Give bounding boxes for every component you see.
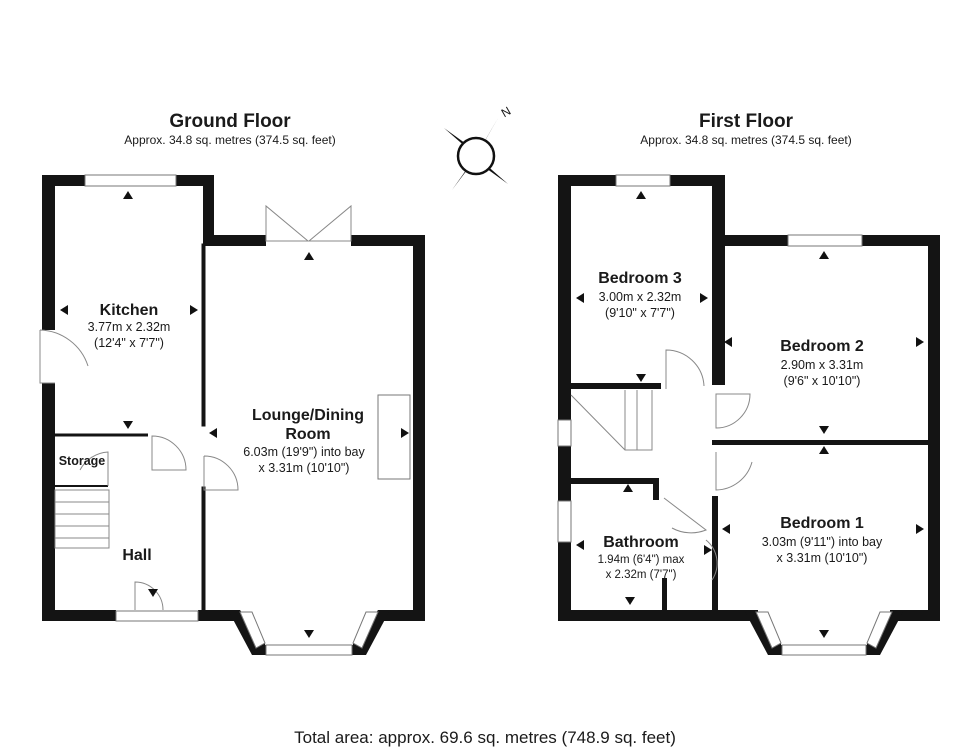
lounge-label-line1: Lounge/Dining [252, 407, 364, 424]
bathroom-dimensions-line2: x 2.32m (7'7") [606, 569, 677, 581]
kitchen-dimensions-imperial: (12'4" x 7'7") [94, 336, 164, 350]
bedroom1-label: Bedroom 1 [780, 515, 864, 532]
ground-floor-area: Approx. 34.8 sq. metres (374.5 sq. feet) [124, 133, 335, 147]
bedroom1-dimensions-line2: x 3.31m (10'10") [777, 551, 868, 565]
hall-label: Hall [122, 547, 151, 564]
compass-north-label: N [499, 104, 514, 120]
bedroom2-label: Bedroom 2 [780, 338, 864, 355]
bedroom3-label: Bedroom 3 [598, 270, 682, 287]
first-floor-stairs [570, 390, 653, 451]
total-area-caption: Total area: approx. 69.6 sq. metres (748… [294, 728, 676, 747]
bedroom2-dimensions-metric: 2.90m x 3.31m [781, 358, 864, 372]
first-floor-walls [558, 175, 940, 655]
ground-floor-windows [84, 174, 379, 656]
ground-floor-walls [42, 175, 425, 655]
bedroom3-dimensions-metric: 3.00m x 2.32m [599, 290, 682, 304]
ground-floor-arrows [60, 191, 409, 638]
first-floor-doors [663, 349, 753, 581]
first-floor-arrows [576, 191, 924, 638]
lounge-dimensions-line2: x 3.31m (10'10") [259, 461, 350, 475]
bathroom-dimensions-line1: 1.94m (6'4") max [598, 554, 685, 566]
ground-floor-title: Ground Floor [169, 111, 291, 132]
compass: N [444, 104, 513, 190]
bedroom2-dimensions-imperial: (9'6" x 10'10") [784, 374, 861, 388]
first-floor-plan: First Floor Approx. 34.8 sq. metres (374… [557, 111, 940, 656]
compass-icon [444, 118, 508, 190]
kitchen-label: Kitchen [100, 302, 159, 319]
kitchen-dimensions-metric: 3.77m x 2.32m [88, 320, 171, 334]
lounge-dimensions-line1: 6.03m (19'9") into bay [243, 445, 365, 459]
first-floor-area: Approx. 34.8 sq. metres (374.5 sq. feet) [640, 133, 851, 147]
storage-label: Storage [59, 454, 106, 468]
ground-floor-stairs [54, 489, 110, 549]
bedroom1-dimensions-line1: 3.03m (9'11") into bay [762, 535, 883, 549]
bathroom-label: Bathroom [603, 534, 679, 551]
lounge-label-line2: Room [285, 426, 330, 443]
ground-floor-plan: Ground Floor Approx. 34.8 sq. metres (37… [39, 111, 425, 656]
ground-floor-doors [39, 204, 411, 611]
first-floor-title: First Floor [699, 111, 794, 132]
bedroom3-dimensions-imperial: (9'10" x 7'7") [605, 306, 675, 320]
first-floor-windows [557, 174, 893, 656]
